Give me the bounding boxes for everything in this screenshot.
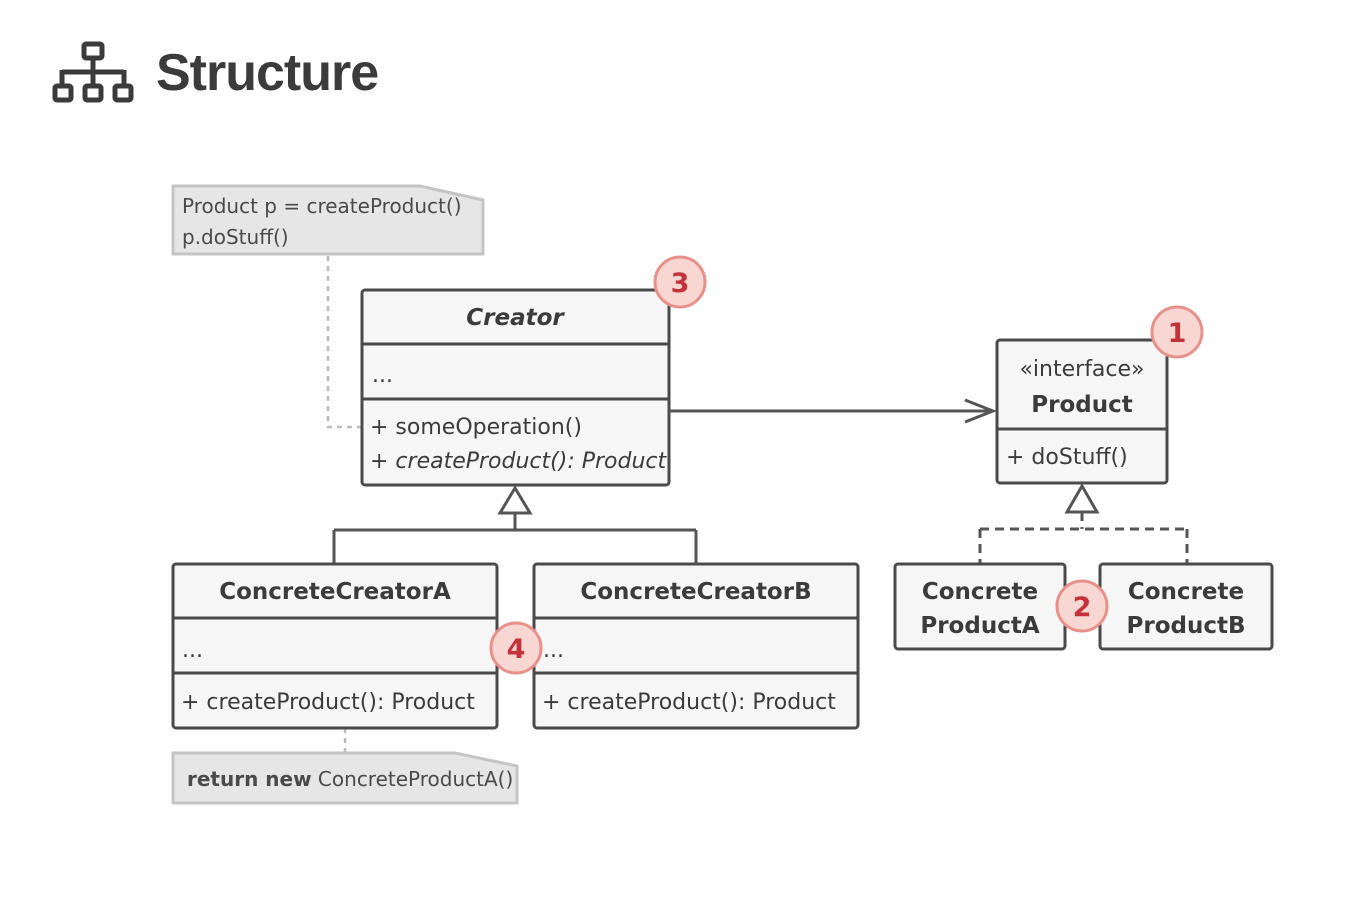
svg-text:2: 2 (1073, 592, 1092, 623)
concrete-creator-b-name: ConcreteCreatorB (580, 579, 811, 605)
note-code: ConcreteProductA() (312, 767, 514, 791)
concrete-product-b-line2: ProductB (1127, 613, 1246, 639)
concrete-creator-b-fields: ... (543, 638, 564, 663)
concrete-creator-a-op: + createProduct(): Product (181, 690, 475, 715)
badge-2: 2 (1055, 579, 1109, 633)
badge-4: 4 (489, 621, 543, 675)
product-stereotype: «interface» (1019, 357, 1144, 382)
creator-name: Creator (466, 305, 565, 331)
creator-note-connector (326, 256, 362, 429)
concrete-product-b-class[interactable]: Concrete ProductB (1098, 562, 1274, 651)
creator-class[interactable]: Creator ... + someOperation() + createPr… (360, 288, 671, 487)
concrete-creator-b-class[interactable]: ConcreteCreatorB ... + createProduct(): … (532, 562, 860, 730)
concrete-creator-a-name: ConcreteCreatorA (219, 579, 451, 605)
product-realization (978, 482, 1189, 564)
svg-text:1: 1 (1168, 318, 1187, 349)
creator-fields: ... (372, 363, 393, 388)
concrete-a-note: return new ConcreteProductA() (171, 751, 519, 805)
concrete-creator-a-class[interactable]: ConcreteCreatorA ... + createProduct(): … (171, 562, 499, 730)
concrete-product-a-line2: ProductA (920, 613, 1039, 639)
badge-3: 3 (653, 255, 707, 309)
creator-note: Product p = createProduct() p.doStuff() (171, 184, 485, 256)
concrete-product-a-line1: Concrete (922, 579, 1038, 605)
badge-1: 1 (1150, 305, 1204, 359)
note-keyword: return new (187, 767, 312, 791)
product-interface[interactable]: «interface» Product + doStuff() (995, 338, 1169, 485)
product-name: Product (1031, 392, 1132, 418)
association-arrow (669, 398, 998, 424)
svg-text:4: 4 (507, 634, 526, 665)
page-title: Structure (156, 44, 379, 102)
creator-note-line2: p.doStuff() (182, 225, 289, 249)
concrete-creator-b-op: + createProduct(): Product (542, 690, 836, 715)
creator-note-line1: Product p = createProduct() (182, 194, 462, 218)
creator-op-some-operation: + someOperation() (370, 415, 582, 440)
creator-inheritance (332, 485, 698, 564)
concrete-product-a-class[interactable]: Concrete ProductA (893, 562, 1067, 651)
product-op-do-stuff: + doStuff() (1006, 445, 1128, 470)
page-header: Structure (52, 38, 379, 108)
concrete-a-note-text: return new ConcreteProductA() (187, 767, 513, 791)
svg-text:3: 3 (671, 268, 690, 299)
structure-icon (52, 41, 134, 103)
concrete-creator-a-fields: ... (182, 638, 203, 663)
concrete-product-b-line1: Concrete (1128, 579, 1244, 605)
creator-op-create-product: + createProduct(): Product (370, 449, 667, 474)
